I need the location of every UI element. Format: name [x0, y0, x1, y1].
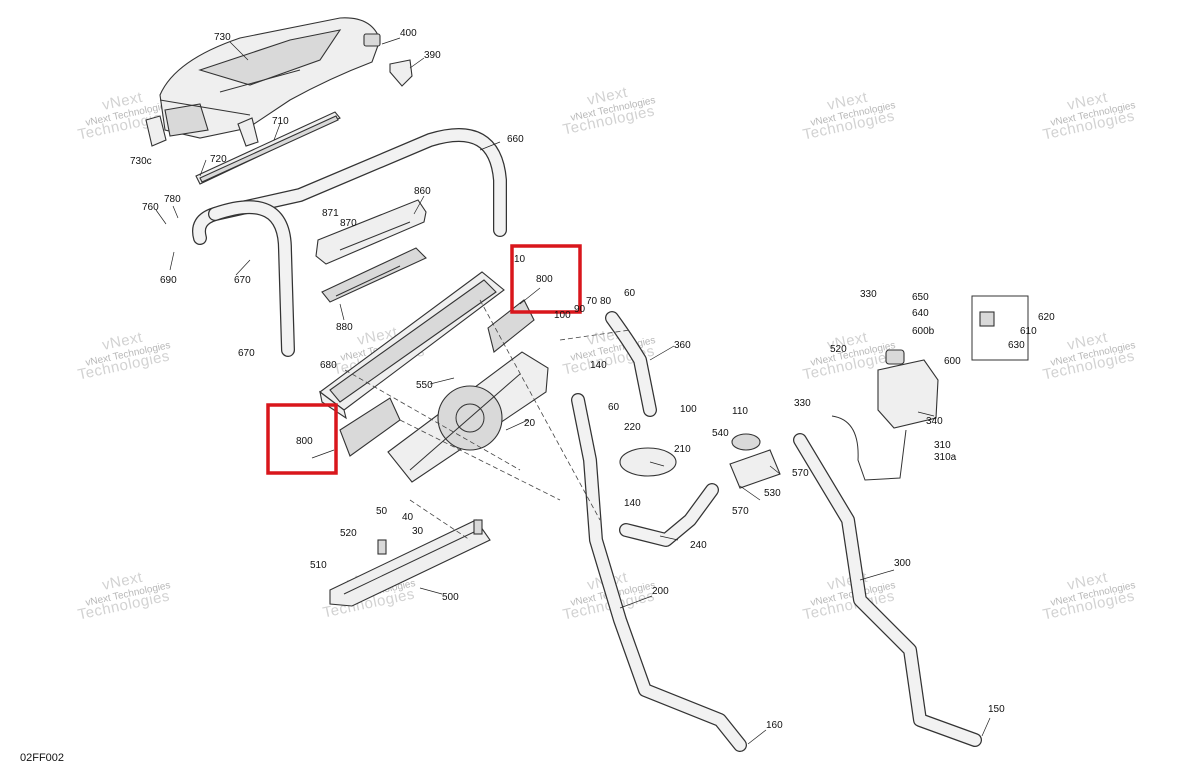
overflow-tube-part[interactable]: [831, 415, 907, 481]
main-hose-part[interactable]: [571, 393, 747, 752]
callout-label: 730c: [130, 156, 152, 167]
callout-label: 860: [414, 186, 431, 197]
callout-label: 660: [507, 134, 524, 145]
watermark: vNext vNext Technologies Technologies: [801, 89, 896, 144]
callout-label: 30: [412, 526, 424, 537]
assembly-lines: [344, 299, 631, 541]
callout-label: 60: [608, 402, 620, 413]
right-hose-part[interactable]: [793, 433, 982, 747]
callout-label: 760: [142, 202, 159, 213]
callout-label: 800: [296, 436, 313, 447]
callout-label: 530: [764, 488, 781, 499]
callout-leaders: [155, 37, 991, 745]
fastener-730c-part[interactable]: [145, 115, 259, 147]
thermostat-housing-part[interactable]: [729, 433, 781, 489]
callout-label: 20: [524, 418, 536, 429]
callout-label: 40: [402, 512, 414, 523]
callout-label: 330: [794, 398, 811, 409]
callout-label: 310a: [934, 452, 957, 463]
callout-label: 570: [732, 506, 749, 517]
callout-label: 100: [680, 404, 697, 415]
drawing-code: 02FF002: [20, 752, 65, 764]
front-cover-part[interactable]: [159, 17, 381, 139]
callout-label: 520: [340, 528, 357, 539]
watermark: vNext vNext Technologies Technologies: [76, 329, 171, 384]
callout-label: 800: [536, 274, 553, 285]
guard-plate-part[interactable]: [619, 447, 677, 477]
callout-label: 730: [214, 32, 231, 43]
callout-label: 200: [652, 586, 669, 597]
mounting-rail-part[interactable]: [195, 111, 341, 185]
spring-part[interactable]: [377, 519, 483, 555]
watermark: vNext vNext Technologies Technologies: [76, 569, 171, 624]
callout-label: 400: [400, 28, 417, 39]
clamp-detail-box: [971, 295, 1029, 361]
callout-label: 70: [586, 296, 598, 307]
callout-label: 540: [712, 428, 729, 439]
callout-label: 630: [1008, 340, 1025, 351]
callout-label: 300: [894, 558, 911, 569]
callout-label: 50: [376, 506, 388, 517]
callout-label: 150: [988, 704, 1005, 715]
callout-label: 690: [160, 275, 177, 286]
callout-label: 570: [792, 468, 809, 479]
callout-label: 520: [830, 344, 847, 355]
hose-240-part[interactable]: [619, 483, 719, 547]
callout-label: 210: [674, 444, 691, 455]
radiator-bracket-part[interactable]: [315, 199, 427, 303]
callout-label: 880: [336, 322, 353, 333]
watermark: vNext vNext Technologies Technologies: [1041, 329, 1136, 384]
callout-label: 640: [912, 308, 929, 319]
callout-label: 780: [164, 194, 181, 205]
callout-label: 360: [674, 340, 691, 351]
callout-label: 160: [766, 720, 783, 731]
callout-labels: 730 400 390 710 730c 720 660 860 780 760…: [130, 28, 1055, 731]
callout-label: 60: [624, 288, 636, 299]
callout-label: 870: [340, 218, 357, 229]
watermark: vNext vNext Technologies Technologies: [1041, 89, 1136, 144]
callout-label: 80: [600, 296, 612, 307]
frame-tube-part[interactable]: [192, 128, 507, 357]
callout-label: 620: [1038, 312, 1055, 323]
callout-label: 600: [944, 356, 961, 367]
callout-label: 871: [322, 208, 339, 219]
callout-label: 220: [624, 422, 641, 433]
coolant-reservoir-part[interactable]: [877, 349, 939, 429]
callout-label: 610: [1020, 326, 1037, 337]
callout-label: 240: [690, 540, 707, 551]
callout-label: 10: [514, 254, 526, 265]
callout-label: 720: [210, 154, 227, 165]
latch-part[interactable]: [363, 33, 413, 87]
highlight-box-lower[interactable]: [266, 403, 338, 475]
callout-label: 390: [424, 50, 441, 61]
callout-label: 90: [574, 304, 586, 315]
callout-label: 140: [590, 360, 607, 371]
callout-label: 340: [926, 416, 943, 427]
watermark: vNext vNext Technologies Technologies: [561, 84, 656, 139]
callout-label: 710: [272, 116, 289, 127]
watermark: vNext vNext Technologies Technologies: [1041, 569, 1136, 624]
callout-label: 500: [442, 592, 459, 603]
fan-assembly-part[interactable]: [387, 351, 549, 483]
callout-label: 550: [416, 380, 433, 391]
callout-label: 110: [732, 406, 748, 417]
callout-label: 650: [912, 292, 929, 303]
callout-label: 510: [310, 560, 327, 571]
callout-label: 680: [320, 360, 337, 371]
callout-label: 100: [554, 310, 571, 321]
lower-support-part[interactable]: [329, 519, 491, 607]
callout-label: 330: [860, 289, 877, 300]
highlight-box-upper[interactable]: [510, 244, 582, 314]
callout-label: 600b: [912, 326, 935, 337]
callout-label: 310: [934, 440, 951, 451]
callout-label: 670: [238, 348, 255, 359]
coolant-pipe-part[interactable]: [605, 311, 657, 417]
callout-label: 670: [234, 275, 251, 286]
callout-label: 140: [624, 498, 641, 509]
